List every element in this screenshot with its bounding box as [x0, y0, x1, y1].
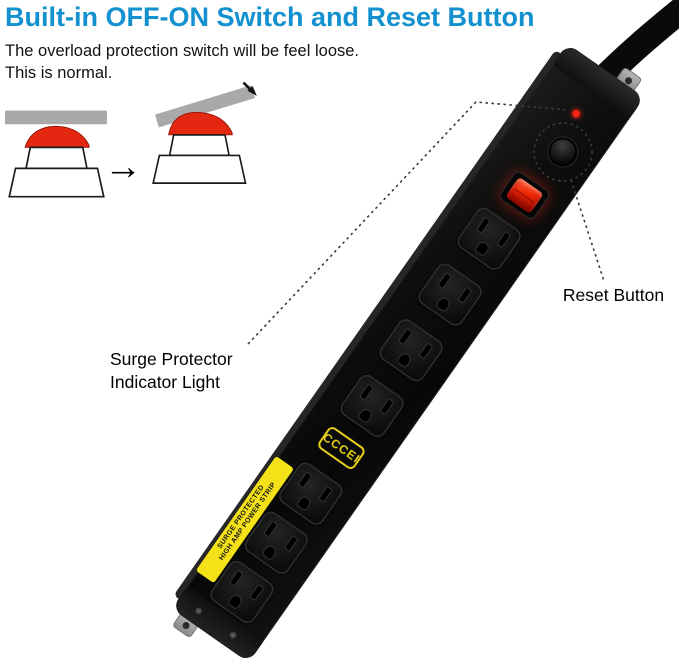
reset-button-leader-line: [570, 179, 605, 282]
outlet-slot: [399, 329, 412, 344]
ground-hole: [436, 296, 451, 312]
outlet-slot: [230, 571, 243, 586]
switch-base: [152, 154, 247, 184]
switch-rocker: [168, 111, 233, 136]
switch-base: [8, 167, 105, 198]
outlet-slot: [419, 343, 433, 359]
switch-rocker: [24, 125, 90, 148]
right-arrow-icon: →: [104, 146, 142, 188]
cord-cable: [587, 0, 679, 95]
callout-indicator-line-2: Indicator Light: [110, 372, 220, 392]
description: The overload protection switch will be f…: [5, 40, 359, 84]
outlet-slot: [319, 487, 332, 502]
switch-neck: [168, 134, 231, 157]
outlet-slot: [299, 472, 312, 488]
keyhole: [181, 620, 191, 631]
down-arrow-head: [247, 85, 257, 96]
ground-hole: [397, 352, 412, 368]
ground-hole: [475, 240, 490, 256]
switch-closed-illustration: [5, 110, 107, 198]
description-line-2: This is normal.: [5, 64, 113, 82]
outlet-slot: [360, 385, 373, 400]
switch-loose-illustration: [152, 81, 257, 184]
outlet-slot: [438, 273, 451, 289]
callout-reset-button: Reset Button: [562, 285, 665, 305]
outlet-slot: [477, 218, 490, 233]
outlet-slot: [497, 232, 511, 247]
page-title: Built-in OFF-ON Switch and Reset Button: [5, 2, 535, 32]
switch-neck: [25, 146, 88, 170]
outlet-slot: [264, 521, 277, 537]
down-arrow-icon: [242, 81, 252, 91]
ground-hole: [228, 593, 243, 609]
outlet-slot: [380, 399, 394, 414]
outlet-slot: [285, 536, 298, 551]
description-line-1: The overload protection switch will be f…: [5, 42, 360, 60]
outlet-slot: [250, 585, 263, 600]
ground-hole: [296, 495, 312, 511]
ground-hole: [262, 544, 277, 560]
callout-indicator-line-1: Surge Protector: [110, 349, 233, 369]
metal-plate: [5, 110, 107, 125]
ground-hole: [358, 408, 373, 423]
callout-indicator-light: Surge Protector Indicator Light: [110, 348, 233, 394]
outlet-slot: [458, 288, 472, 303]
